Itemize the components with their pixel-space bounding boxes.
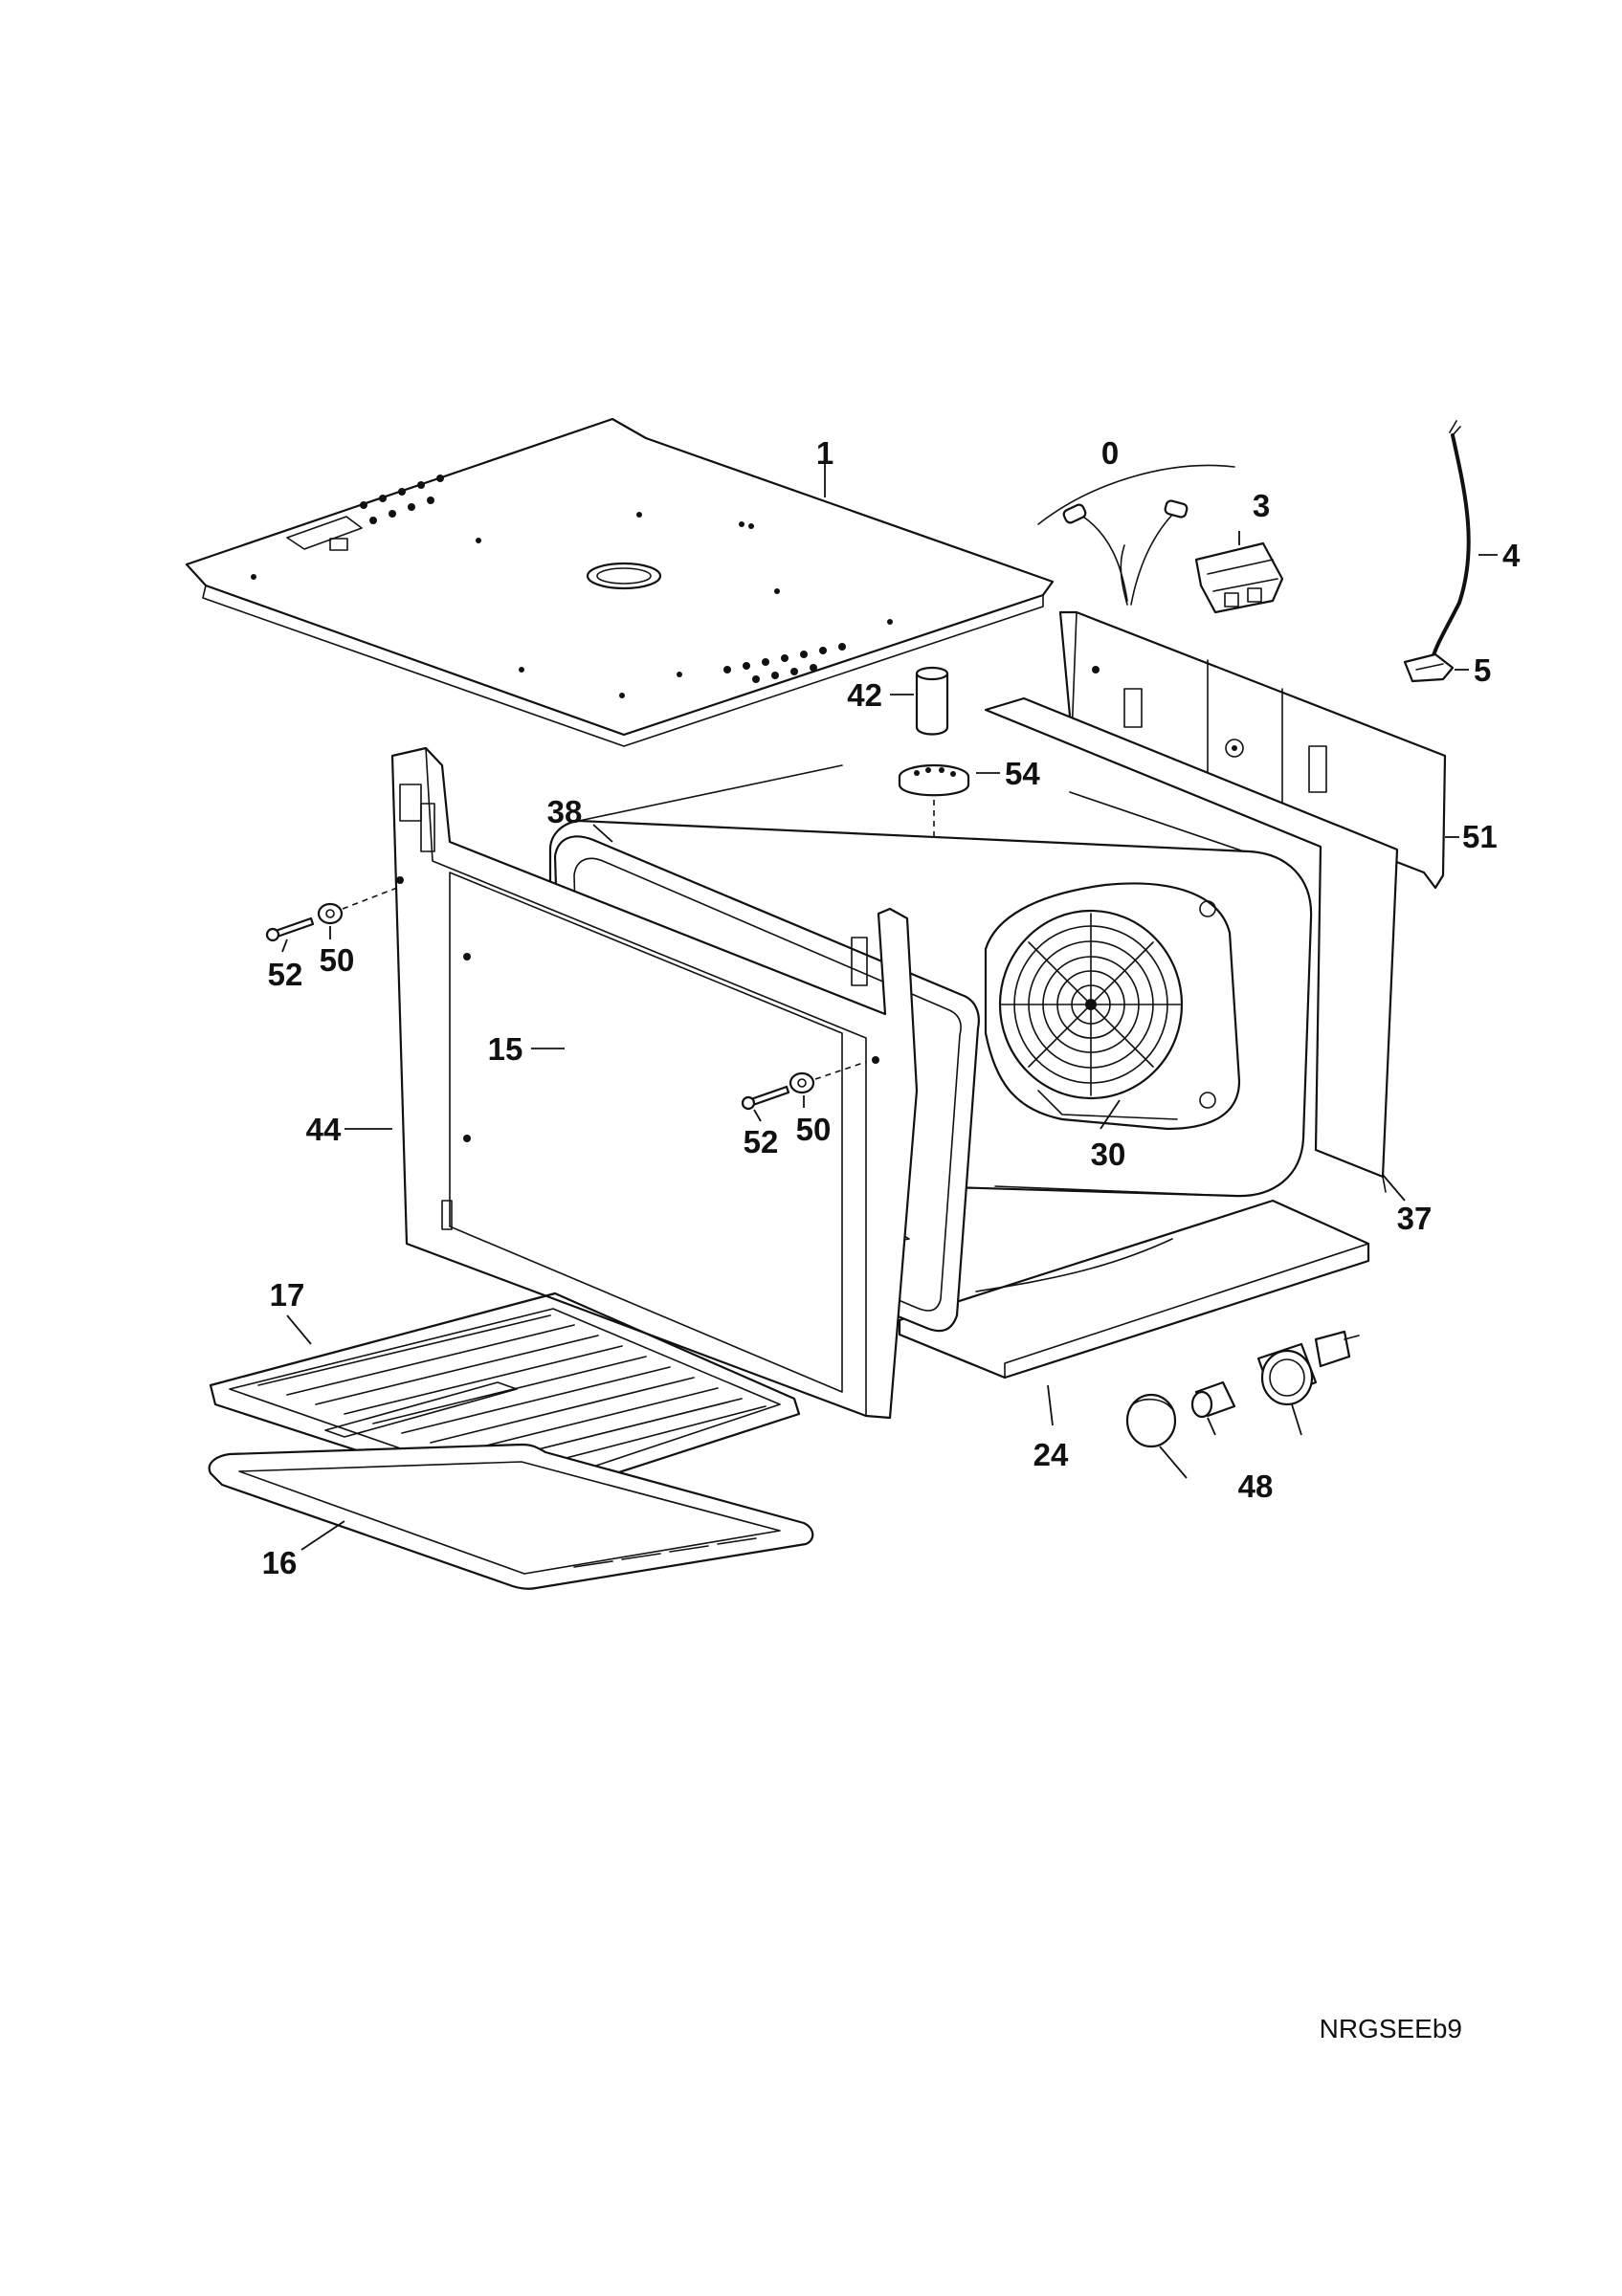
callout-1: 1: [816, 435, 833, 471]
screw-left: [265, 916, 315, 942]
callout-24: 24: [1033, 1437, 1069, 1472]
vent-tube: [915, 666, 949, 736]
callout-4: 4: [1502, 538, 1521, 573]
power-cable: [1430, 420, 1471, 664]
callout-15: 15: [488, 1031, 523, 1067]
callout-50-right: 50: [796, 1112, 832, 1147]
front-frame: [390, 746, 919, 1420]
screw-right: [741, 1085, 790, 1111]
callout-17: 17: [270, 1277, 305, 1313]
callout-50-left: 50: [320, 942, 355, 978]
cable-clamp: [1403, 652, 1455, 683]
baking-tray: [208, 1443, 814, 1590]
callout-44: 44: [306, 1112, 342, 1147]
callout-51: 51: [1462, 819, 1498, 854]
reference-code: NRGSEEb9: [1320, 2014, 1462, 2043]
callout-30: 30: [1091, 1137, 1126, 1172]
rear-insulation-pad: [984, 696, 1399, 1193]
wiring-harness: [1037, 464, 1235, 606]
callout-labels: 1 0 3 4 5 42 54 38 51 52 50 15 44 52 50 …: [262, 435, 1521, 1580]
callout-42: 42: [847, 677, 882, 713]
callout-52-left: 52: [268, 957, 303, 992]
callout-0: 0: [1101, 435, 1119, 471]
callout-37: 37: [1397, 1201, 1433, 1236]
callout-54: 54: [1005, 756, 1040, 791]
callout-38: 38: [547, 794, 583, 829]
bottom-plate: [898, 1199, 1370, 1380]
lamp-assembly: [1125, 1330, 1360, 1448]
callout-3: 3: [1253, 488, 1270, 523]
callout-5: 5: [1474, 652, 1491, 688]
callout-16: 16: [262, 1545, 298, 1580]
top-cover-panel: [185, 417, 1055, 747]
washer-right: [789, 1061, 867, 1094]
leader-lines: [281, 454, 1498, 1551]
callout-52-right: 52: [744, 1124, 779, 1159]
terminal-block: [1194, 541, 1284, 614]
washer-left: [317, 887, 398, 925]
callout-48: 48: [1238, 1468, 1274, 1504]
convection-fan: [984, 882, 1241, 1131]
